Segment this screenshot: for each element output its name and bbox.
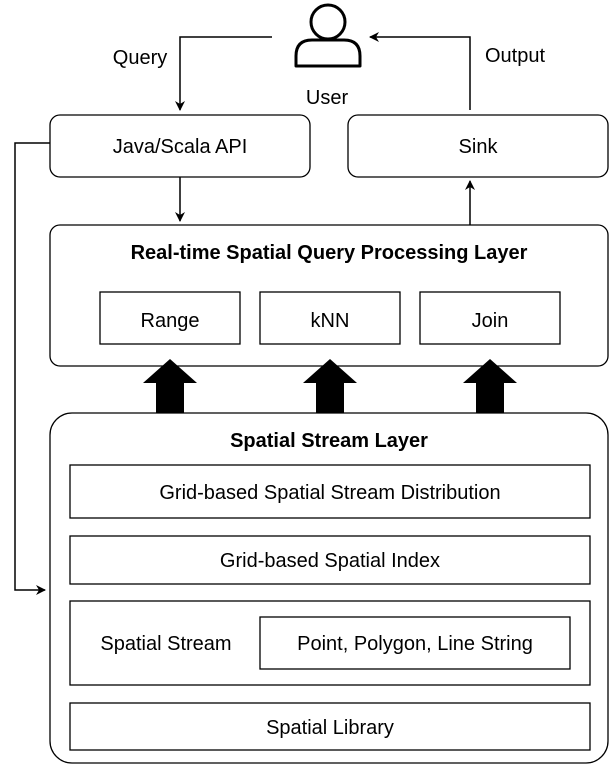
library-label: Spatial Library: [266, 717, 394, 739]
api-label: Java/Scala API: [113, 136, 248, 158]
range-box: [99, 291, 241, 345]
spatial-stream-label: Spatial Stream: [100, 633, 231, 655]
query-edge-label: Query: [113, 47, 167, 69]
join-label: Join: [472, 310, 509, 332]
join-box: [419, 291, 561, 345]
sink-label: Sink: [459, 136, 499, 158]
knn-label: kNN: [311, 310, 350, 332]
api-to-stream-arrow: [14, 142, 50, 595]
sink-box: [347, 114, 609, 178]
knn-box: [259, 291, 401, 345]
distribution-box: [69, 464, 591, 519]
output-edge-label: Output: [485, 45, 545, 67]
stream-to-range-arrow: [143, 359, 197, 413]
user-label: User: [306, 87, 349, 109]
stream-layer-title: Spatial Stream Layer: [230, 430, 428, 452]
range-label: Range: [141, 310, 200, 332]
query-arrow: [175, 36, 272, 111]
index-label: Grid-based Spatial Index: [220, 550, 440, 572]
distribution-label: Grid-based Spatial Stream Distribution: [159, 482, 500, 504]
library-box: [69, 702, 591, 751]
geometry-types-box: [259, 616, 571, 670]
user-icon: [294, 3, 362, 68]
output-arrow: [369, 32, 471, 110]
query-layer-title: Real-time Spatial Query Processing Layer: [131, 242, 528, 264]
stream-to-knn-arrow: [303, 359, 357, 413]
stream-to-join-arrow: [463, 359, 517, 413]
index-box: [69, 535, 591, 585]
geometry-types-label: Point, Polygon, Line String: [297, 633, 533, 655]
